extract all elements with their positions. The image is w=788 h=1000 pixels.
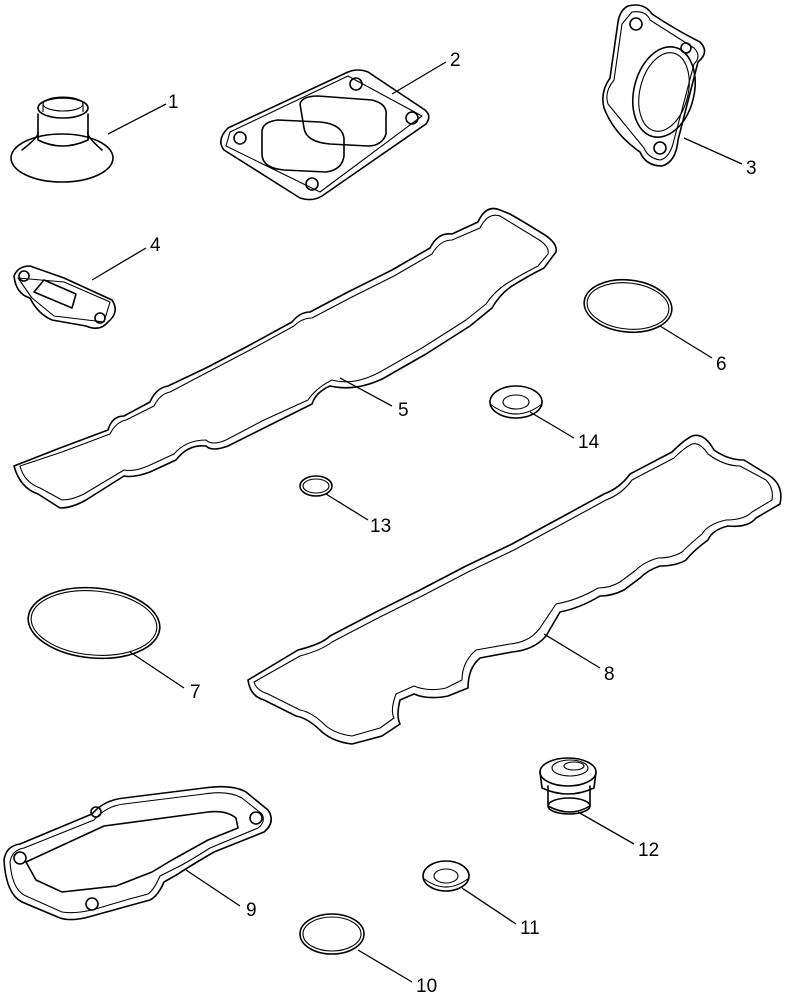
leader-7 bbox=[129, 651, 185, 689]
leader-14 bbox=[529, 411, 575, 439]
leader-13 bbox=[325, 493, 369, 521]
leader-2 bbox=[391, 61, 447, 95]
callout-3: 3 bbox=[746, 158, 757, 179]
part-4-small-gasket-icon bbox=[13, 265, 116, 330]
callout-6: 6 bbox=[716, 354, 727, 375]
part-5-long-gasket-icon bbox=[13, 207, 557, 509]
leader-11 bbox=[461, 887, 517, 925]
part-3-flange-gasket-icon bbox=[602, 4, 706, 167]
part-10-o-ring-icon bbox=[299, 913, 365, 955]
callout-9: 9 bbox=[246, 900, 257, 921]
leader-lines bbox=[91, 61, 743, 983]
callout-2: 2 bbox=[450, 50, 461, 71]
callout-1: 1 bbox=[168, 92, 179, 113]
leader-3 bbox=[683, 137, 743, 165]
leader-12 bbox=[577, 811, 635, 845]
part-13-small-o-ring-icon bbox=[299, 475, 333, 497]
part-9-plate-gasket-icon bbox=[3, 785, 272, 921]
callout-8: 8 bbox=[604, 664, 615, 685]
part-2-twin-port-gasket-icon bbox=[220, 69, 430, 201]
leader-5 bbox=[339, 377, 393, 407]
part-8-valve-cover-gasket-icon bbox=[247, 434, 782, 745]
callout-4: 4 bbox=[150, 235, 161, 256]
leader-4 bbox=[91, 247, 147, 281]
part-11-washer-icon bbox=[422, 860, 470, 892]
part-12-plug-icon bbox=[539, 757, 597, 815]
leader-8 bbox=[543, 633, 601, 669]
part-1-seal-icon bbox=[10, 96, 114, 183]
callout-11: 11 bbox=[520, 918, 540, 939]
leader-6 bbox=[659, 325, 713, 359]
callout-12: 12 bbox=[638, 840, 659, 861]
callout-5: 5 bbox=[398, 400, 409, 421]
callout-14: 14 bbox=[578, 432, 600, 453]
callout-labels: 1 2 3 4 5 6 7 8 9 10 11 12 13 14 bbox=[150, 50, 757, 997]
leader-1 bbox=[107, 103, 167, 135]
part-6-o-ring-icon bbox=[583, 278, 673, 334]
part-7-large-o-ring-icon bbox=[27, 586, 161, 660]
callout-13: 13 bbox=[370, 516, 391, 537]
leader-9 bbox=[185, 869, 241, 907]
callout-7: 7 bbox=[190, 682, 201, 703]
callout-10: 10 bbox=[416, 976, 437, 997]
leader-10 bbox=[357, 949, 413, 983]
part-14-washer-icon bbox=[489, 385, 543, 419]
